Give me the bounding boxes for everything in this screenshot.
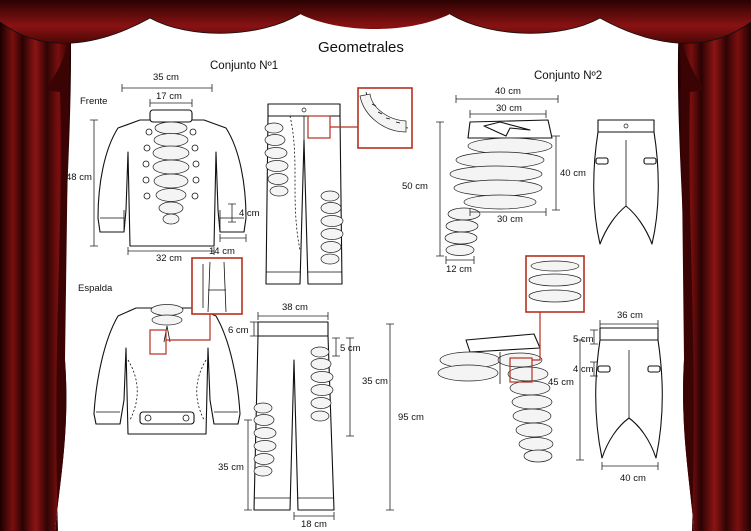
dim-hem: 32 cm — [156, 253, 182, 264]
pants-back-drawing — [253, 321, 335, 511]
jacket-back-drawing — [93, 304, 241, 435]
waist-ruffle-callout — [307, 87, 413, 149]
set2-back-callout — [509, 255, 585, 383]
set2-pants-front-drawing — [593, 119, 659, 245]
front-label: Frente — [80, 96, 107, 107]
dim-jacket-width: 35 cm — [153, 72, 179, 83]
dim2-pants-length: 45 cm — [548, 377, 574, 388]
pants-front-drawing — [264, 103, 344, 285]
dim-rise: 35 cm — [362, 376, 388, 387]
dim-cuff: 4 cm — [239, 208, 260, 219]
dim2-top-width: 40 cm — [495, 86, 521, 97]
set1-title: Conjunto Nº1 — [210, 60, 278, 72]
dim-pants-waist: 38 cm — [282, 302, 308, 313]
sheet-title: Geometrales — [318, 39, 404, 56]
dim-sleeve-end: 14 cm — [209, 246, 235, 257]
dim-leg-opening: 18 cm — [301, 519, 327, 530]
back-collar-callout — [149, 257, 243, 355]
left-curtain — [0, 0, 72, 531]
back-label: Espalda — [78, 283, 113, 294]
set2-title: Conjunto Nº2 — [534, 70, 602, 82]
dim2-top-length: 50 cm — [402, 181, 428, 192]
top-valance — [0, 0, 751, 44]
dim-waistband: 6 cm — [228, 325, 249, 336]
dim2-pocket: 4 cm — [573, 364, 594, 375]
dim2-waistband: 5 cm — [573, 334, 594, 345]
right-curtain — [677, 0, 751, 531]
dim2-collar-width: 30 cm — [496, 103, 522, 114]
set2-pants-dimensions: 36 cm 5 cm 4 cm 45 cm 40 cm — [548, 310, 659, 484]
jacket-front-dimensions: 35 cm 17 cm 48 cm 4 cm 32 cm 14 cm — [66, 72, 260, 264]
dim-collar-width: 17 cm — [156, 91, 182, 102]
dim-lower-leg: 35 cm — [218, 462, 244, 473]
dim2-lower-width: 30 cm — [497, 214, 523, 225]
dim2-pants-waist: 36 cm — [617, 310, 643, 321]
dim-total-length: 95 cm — [398, 412, 424, 423]
dim2-body-height: 40 cm — [560, 168, 586, 179]
set2-top-dimensions: 40 cm 30 cm 50 cm 40 cm 30 cm 12 cm — [402, 86, 586, 275]
dim-jacket-height: 48 cm — [66, 172, 92, 183]
dim2-hem-width: 40 cm — [620, 473, 646, 484]
set2-top-back-drawing — [437, 333, 554, 463]
pants-back-dimensions: 38 cm 6 cm 5 cm 35 cm 95 cm 35 cm 18 cm — [218, 302, 424, 530]
jacket-front-drawing — [97, 109, 247, 247]
set2-top-front-drawing — [444, 119, 553, 256]
set2-pants-back-drawing — [595, 327, 663, 459]
dim2-sleeve-cuff: 12 cm — [446, 264, 472, 275]
